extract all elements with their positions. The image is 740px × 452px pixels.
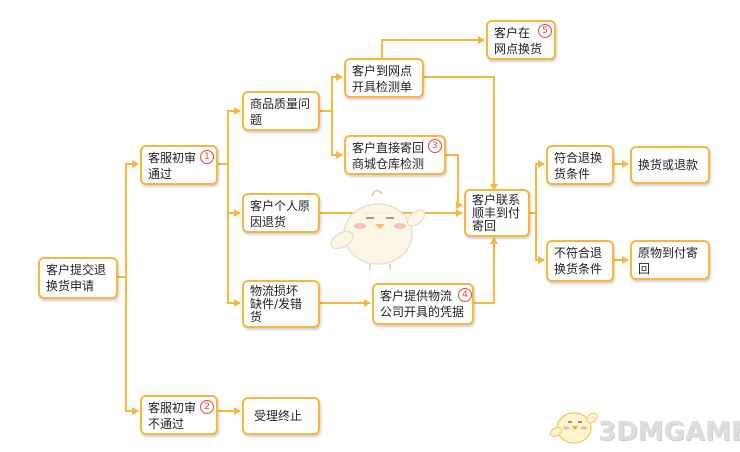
node-logistics-proof: 客户提供物流 公司开具的凭据 xyxy=(372,283,474,325)
edge-quality-tooutlet xyxy=(320,73,343,112)
node-quality: 商品质量问 题 xyxy=(242,91,320,131)
watermark-mascot-icon xyxy=(549,412,598,444)
edge-apply-csfail xyxy=(125,277,139,415)
node-contact: 客户联系 顺丰到付 寄回 xyxy=(464,189,530,237)
node-eligible: 符合退换 货条件 xyxy=(546,145,614,185)
node-terminate: 受理终止 xyxy=(242,397,320,435)
watermark-text: 3DMGAME xyxy=(598,417,740,447)
edge-tooutlet-atoutlet xyxy=(381,36,485,58)
node-personal: 客户个人原 因退货 xyxy=(242,193,320,233)
node-ineligible: 不符合退 换货条件 xyxy=(546,240,614,282)
badge-3: 3 xyxy=(428,139,442,153)
edge-proof-contact xyxy=(474,237,498,304)
edge-contact-ineligible xyxy=(535,213,545,264)
badge-5: 5 xyxy=(538,24,552,38)
badge-4: 4 xyxy=(458,288,472,302)
node-to-outlet: 客户到网点 开具检测单 xyxy=(344,58,424,98)
edge-apply-cspass xyxy=(118,160,139,278)
node-apply: 客户提交退 换货申请 xyxy=(38,257,118,299)
edge-cspass-personal xyxy=(227,164,241,217)
edge-quality-mailback xyxy=(331,111,343,159)
chick-mascot-icon xyxy=(330,189,426,270)
node-exchange: 换货或退款 xyxy=(630,146,710,184)
node-logistics: 物流损坏 缺件/发错 货 xyxy=(242,280,320,328)
edge-cspass-quality xyxy=(218,107,241,165)
edge-cspass-logistics xyxy=(227,213,241,307)
node-return-cod: 原物到付寄 回 xyxy=(630,240,710,280)
edge-contact-eligible xyxy=(530,160,545,214)
node-at-outlet: 客户在 网点换货 xyxy=(486,20,556,60)
edge-mailback-contact xyxy=(446,154,463,209)
badge-2: 2 xyxy=(200,400,214,414)
badge-1: 1 xyxy=(200,150,214,164)
edge-tooutlet-contact xyxy=(424,76,498,191)
node-cs-fail: 客服初审 不通过 xyxy=(140,395,218,435)
